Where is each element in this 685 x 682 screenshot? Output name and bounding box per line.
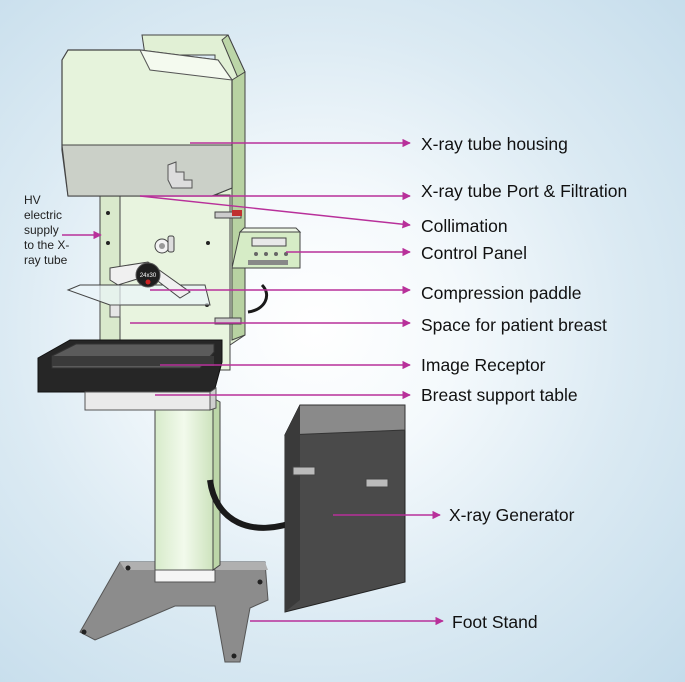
- leader-lines: [62, 138, 444, 626]
- label-control-panel: Control Panel: [421, 243, 528, 263]
- image-receptor: [37, 339, 223, 393]
- tube-housing: [61, 49, 234, 197]
- label-compression-paddle: Compression paddle: [421, 283, 582, 303]
- label-foot-stand: Foot Stand: [452, 612, 538, 632]
- label-collimation: Collimation: [421, 216, 508, 236]
- label-tube-housing: X-ray tube housing: [421, 134, 568, 154]
- label-image-receptor: Image Receptor: [421, 355, 546, 375]
- hv-supply-line: ray tube: [24, 253, 68, 267]
- paddle-marking: 24x30: [140, 273, 157, 279]
- label-tube-port: X-ray tube Port & Filtration: [421, 181, 628, 201]
- hv-supply-line: supply: [24, 223, 59, 237]
- breast-support-table: [84, 387, 217, 411]
- control-panel: [231, 227, 302, 269]
- hv-supply-line: HV: [24, 193, 41, 207]
- collimator-knob: [154, 235, 175, 254]
- label-generator: X-ray Generator: [449, 505, 575, 525]
- x-ray-generator: [284, 404, 406, 613]
- label-hv-supply: HV electric supply to the X- ray tube: [24, 193, 94, 268]
- hv-supply-line: electric: [24, 208, 63, 222]
- label-patient-space: Space for patient breast: [421, 315, 607, 335]
- hv-supply-line: to the X-: [24, 238, 70, 252]
- arrow-collimation: [139, 195, 411, 229]
- label-support-table: Breast support table: [421, 385, 578, 405]
